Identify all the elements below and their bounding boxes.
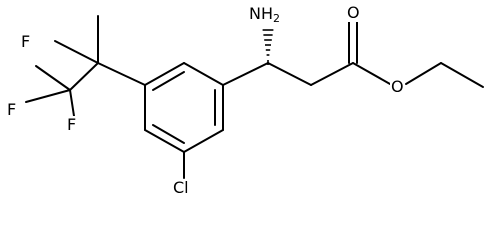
amino-group-label: NH2	[248, 4, 281, 25]
chlorine-label: Cl	[172, 178, 190, 197]
stereocenter-to-ch2-bond	[267, 62, 312, 86]
carbonyl-oxygen-label: O	[346, 3, 361, 22]
carbonyl-to-ester-o-bond	[352, 62, 391, 85]
hashed-wedge-bond	[262, 29, 274, 65]
ch2-to-carbonyl-bond	[310, 62, 354, 86]
ring-double-bond-3	[152, 124, 185, 144]
ring-bond-1	[144, 62, 185, 86]
cf3-to-f3-bond	[69, 89, 75, 117]
ethyl-bond	[440, 62, 484, 88]
ring-double-bond-1	[152, 71, 185, 91]
quaternary-to-cf3-bond	[69, 62, 99, 91]
fluorine-3-label: F	[66, 115, 78, 134]
fluorine-2-label: F	[6, 100, 18, 119]
bond-layer	[25, 15, 484, 179]
quaternary-to-methyl-left-bond	[54, 40, 99, 64]
ester-oxygen-label: O	[390, 77, 405, 96]
ring-to-stereocenter-bond	[222, 62, 269, 86]
ring-bond-2	[183, 62, 224, 86]
ring-to-quaternary-bond	[97, 62, 146, 86]
ring-bond-5	[144, 129, 185, 153]
ester-o-to-ch2-bond	[405, 62, 442, 85]
cf3-to-f1-bond	[35, 65, 71, 91]
cf3-to-f2-bond	[25, 89, 71, 103]
fluorine-1-label: F	[20, 32, 32, 51]
structure-diagram: NH2 O O Cl F F F	[6, 3, 484, 197]
ring-bond-4	[183, 129, 224, 153]
